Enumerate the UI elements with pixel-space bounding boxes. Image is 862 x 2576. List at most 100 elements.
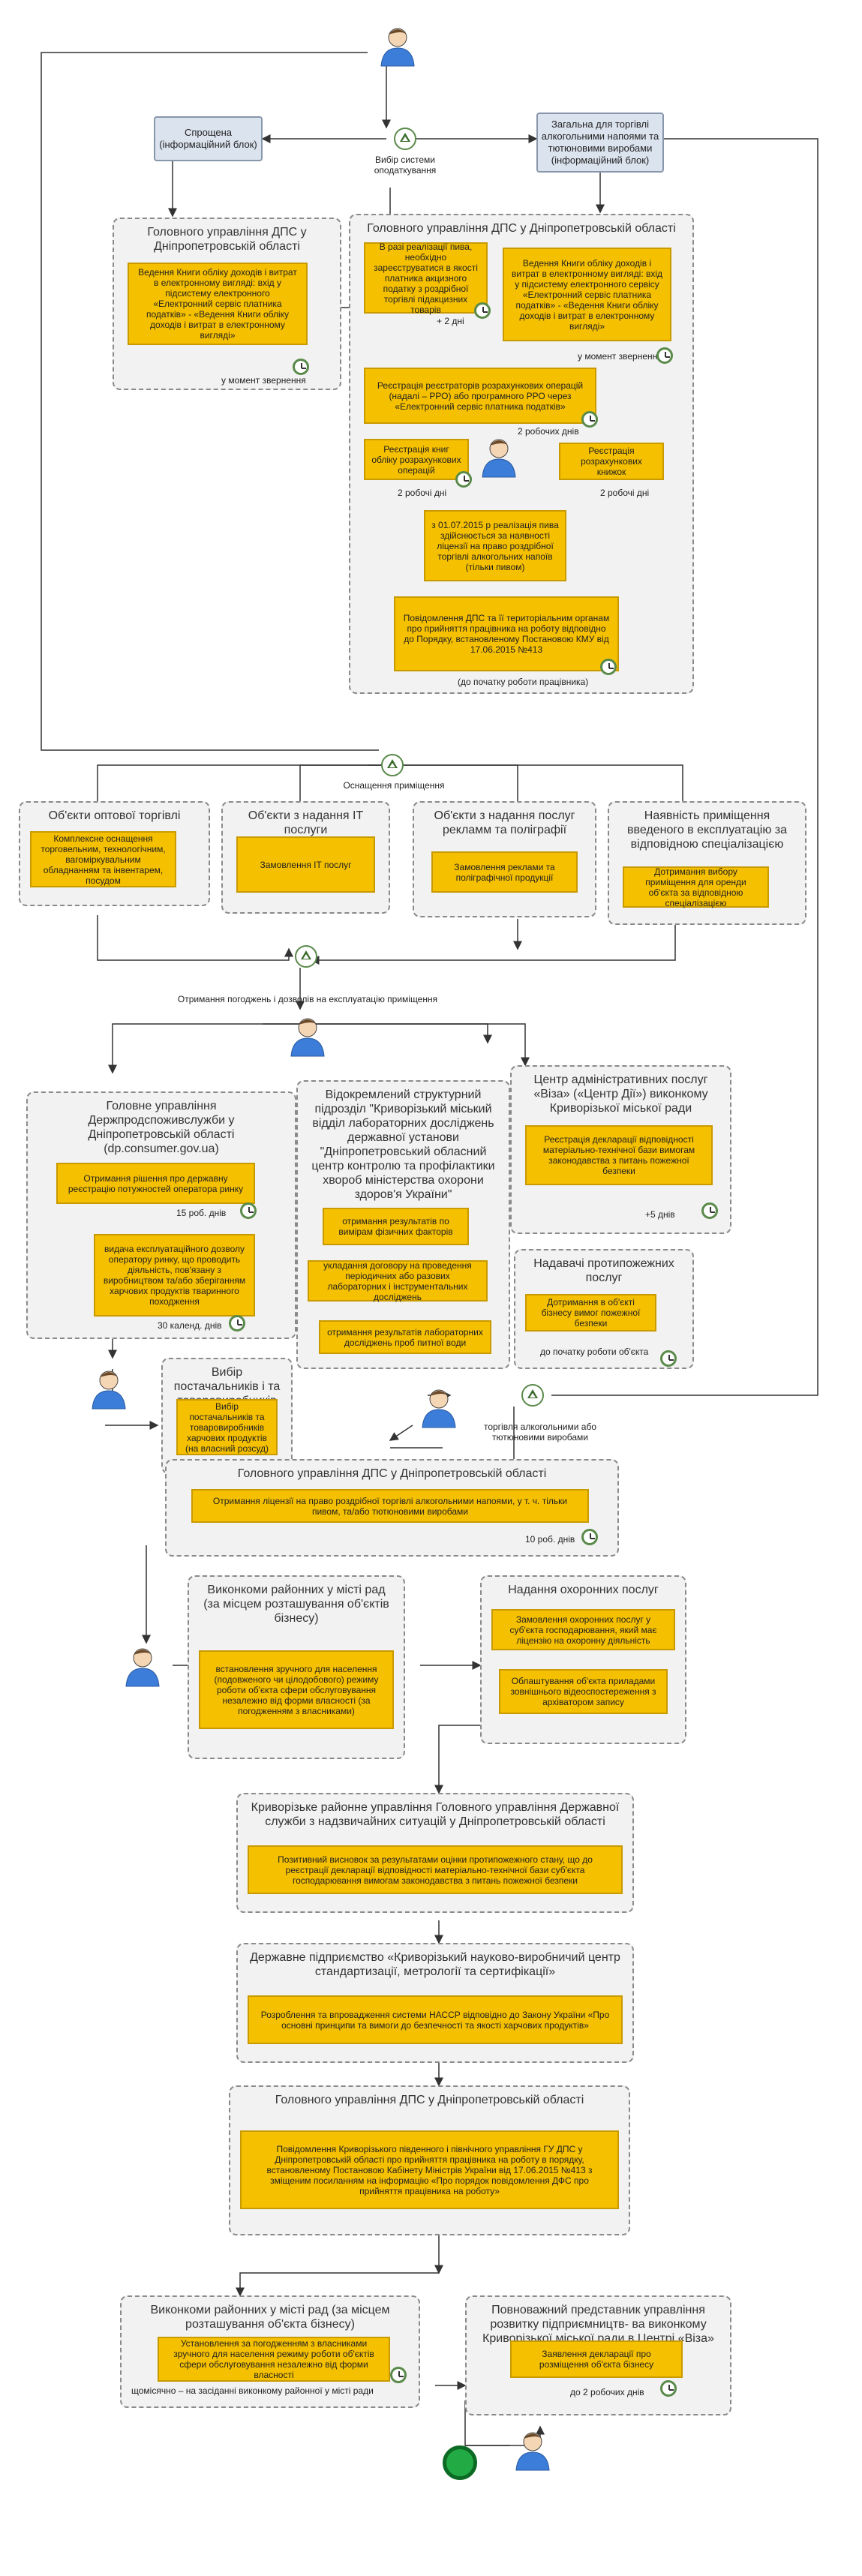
register-declaration-label: Заявлення декларації про розміщення об'є… xyxy=(539,2349,654,2370)
security-group: Надання охоронних послуг xyxy=(480,1575,686,1744)
work-hours-label: встановлення зручного для населення (под… xyxy=(214,1663,379,1716)
lab-contract-label: укладання договору на проведення періоди… xyxy=(323,1259,472,1302)
state-register-task[interactable]: Отримання рішення про державну реєстраці… xyxy=(56,1163,255,1204)
representative-title: Повноважний представник управління розви… xyxy=(482,2304,714,2345)
dps-simple-title: Головного управління ДПС у Дніпропетровс… xyxy=(147,226,307,253)
market-permit-task[interactable]: видача експлуатаційного дозволу оператор… xyxy=(94,1234,255,1317)
rro-cards-label: Реєстрація розрахункових книжок xyxy=(581,446,642,477)
timer-icon xyxy=(229,1315,245,1332)
employee-notice-task[interactable]: Повідомлення ДПС та її територіальним ор… xyxy=(394,596,619,671)
wholesale-equip-label: Комплексне оснащення торговельним, техно… xyxy=(41,833,166,886)
supplier-choice-task[interactable]: Вибір постачальників та товаровиробників… xyxy=(176,1399,278,1455)
end-person-icon xyxy=(515,2432,550,2471)
before-start: до початку роботи об'єкта xyxy=(540,1347,649,1357)
two-work-days-c: до 2 робочих днів xyxy=(570,2387,644,2397)
owners-agree-label: Установлення за погодженням з власниками… xyxy=(173,2338,374,2380)
security-equip-task[interactable]: Облаштування об'єкта приладами зовнішньо… xyxy=(499,1669,668,1714)
fire-compliance-label: Дотримання в об'єкті бізнесу вимог пожеж… xyxy=(541,1297,641,1329)
timer-icon xyxy=(455,471,472,488)
actor-person-icon xyxy=(92,1371,126,1410)
haccp-task[interactable]: Розроблення та впровадження системи НАСС… xyxy=(248,1995,623,2044)
tax-system-gateway xyxy=(394,128,416,150)
rro-register-task[interactable]: Реєстрація реєстраторів розрахункових оп… xyxy=(364,368,596,424)
advert-title: Об'єкти з надання послуг рекламм та полі… xyxy=(434,809,575,836)
dps-main-title: Головного управління ДПС у Дніпропетровс… xyxy=(367,222,676,235)
simplified-info-label: Спрощена (інформаційний блок) xyxy=(159,127,257,150)
consumer-title: Головне управління Держпродспоживслужби … xyxy=(88,1100,235,1155)
before-hiring: (до початку роботи працівника) xyxy=(458,677,589,687)
payer-register-task[interactable]: В разі реалізації пива, необхідно зареєс… xyxy=(364,242,488,315)
rro-books-label: Реєстрація книг обліку розрахункових опе… xyxy=(371,443,461,476)
fire-declaration-task[interactable]: Реєстрація декларації відповідності мате… xyxy=(525,1125,713,1185)
supplier-choice-label: Вибір постачальників та товаровиробників… xyxy=(185,1401,269,1454)
thirty-days: 30 календ. днів xyxy=(158,1320,222,1331)
permits-label: Отримання погоджень і дозволів на експлу… xyxy=(177,994,438,1004)
timer-icon xyxy=(600,659,617,675)
premises-rent-task[interactable]: Дотримання вибору приміщення для оренди … xyxy=(623,866,769,908)
at-registration-1: у момент звернення xyxy=(221,375,306,386)
dps-license-title: Головного управління ДПС у Дніпропетровс… xyxy=(237,1467,547,1480)
actor-person-icon xyxy=(290,1018,325,1057)
at-registration-2: у момент звернення xyxy=(578,351,662,362)
dps-notice-label: Повідомлення Криворізького південного і … xyxy=(266,2143,593,2196)
employee-notice-label: Повідомлення ДПС та її територіальним ор… xyxy=(403,613,610,655)
fifteen-days: 15 роб. днів xyxy=(176,1208,227,1218)
advert-order-label: Замовлення реклами та поліграфічної прод… xyxy=(454,861,555,883)
general-info-box: Загальна для торгівлі алкогольними напоя… xyxy=(536,113,664,173)
it-order-task[interactable]: Замовлення IT послуг xyxy=(236,836,375,893)
actor-person-icon xyxy=(482,439,516,478)
general-info-label: Загальна для торгівлі алкогольними напоя… xyxy=(541,119,659,166)
fire-compliance-task[interactable]: Дотримання в об'єкті бізнесу вимог пожеж… xyxy=(525,1294,656,1332)
fire-declaration-label: Реєстрація декларації відповідності мате… xyxy=(542,1134,695,1176)
timer-icon xyxy=(581,1529,598,1545)
cnap-title: Центр адміністративних послуг «Віза» («Ц… xyxy=(533,1073,708,1115)
it-title: Об'єкти з надання IT послуги xyxy=(248,809,364,836)
rro-books-task[interactable]: Реєстрація книг обліку розрахункових опе… xyxy=(364,439,469,480)
security-order-label: Замовлення охоронних послуг у суб'єкта г… xyxy=(509,1614,657,1646)
rro-cards-task[interactable]: Реєстрація розрахункових книжок xyxy=(559,443,664,480)
security-order-task[interactable]: Замовлення охоронних послуг у суб'єкта г… xyxy=(491,1609,675,1650)
alcohol-label: торгівля алкогольними або тютюновими вир… xyxy=(483,1422,597,1443)
timer-icon xyxy=(660,1350,677,1367)
beer-license-label: з 01.07.2015 р реалізація пива здійснюєт… xyxy=(431,519,559,572)
work-hours-task[interactable]: встановлення зручного для населення (под… xyxy=(199,1650,394,1729)
advert-order-task[interactable]: Замовлення реклами та поліграфічної прод… xyxy=(431,851,578,893)
two-work-days-a: 2 робочі дні xyxy=(398,488,447,498)
register-declaration-task[interactable]: Заявлення декларації про розміщення об'є… xyxy=(510,2340,683,2378)
district-exec-title: Виконкоми районних у місті рад (за місце… xyxy=(203,1584,389,1625)
alcohol-gateway xyxy=(521,1384,544,1407)
haccp-label: Розроблення та впровадження системи НАСС… xyxy=(260,2009,610,2031)
premises-label: Оснащення приміщення xyxy=(343,780,445,791)
books-general-task[interactable]: Ведення Книги обліку доходів і витрат в … xyxy=(503,248,671,341)
plus-2-days: + 2 дні xyxy=(437,316,464,326)
wholesale-equip-task[interactable]: Комплексне оснащення торговельним, техно… xyxy=(30,831,176,887)
alcohol-license-task[interactable]: Отримання ліцензії на право роздрібної т… xyxy=(191,1489,589,1523)
simplified-info-box: Спрощена (інформаційний блок) xyxy=(154,116,263,161)
two-work-days: 2 робочих днів xyxy=(518,426,579,437)
dps-notice-task[interactable]: Повідомлення Криворізького південного і … xyxy=(240,2130,619,2209)
standard-title: Державне підприємство «Криворізький наук… xyxy=(250,1951,620,1978)
alcohol-license-label: Отримання ліцензії на право роздрібної т… xyxy=(212,1495,568,1517)
emergency-task-label: Позитивний висновок за результатами оцін… xyxy=(278,1854,593,1886)
books-simple-task[interactable]: Ведення Книги обліку доходів і витрат в … xyxy=(128,263,308,345)
actor-person-icon xyxy=(125,1648,160,1687)
security-equip-label: Облаштування об'єкта приладами зовнішньо… xyxy=(510,1676,656,1707)
timer-icon xyxy=(656,347,673,364)
lab-contract-task[interactable]: укладання договору на проведення періоди… xyxy=(308,1260,488,1302)
timer-icon xyxy=(701,1202,718,1219)
timer-icon xyxy=(240,1202,257,1219)
tax-system-label: Вибір системи оподаткування xyxy=(374,155,437,176)
two-work-days-b: 2 робочі дні xyxy=(600,488,650,498)
market-permit-label: видача експлуатаційного дозволу оператор… xyxy=(103,1244,246,1307)
permits-gateway xyxy=(295,945,317,968)
premises-rent-label: Дотримання вибору приміщення для оренди … xyxy=(645,866,746,908)
district-exec2-title: Виконкоми районних у місті рад (за місце… xyxy=(150,2304,390,2331)
timer-icon xyxy=(581,411,598,428)
water-results-task[interactable]: отримання результатів лабораторних дослі… xyxy=(319,1320,491,1354)
wholesale-title: Об'єкти оптової торгівлі xyxy=(48,809,181,822)
physical-results-task[interactable]: отримання результатів по вимірам фізични… xyxy=(323,1208,469,1245)
owners-agree-task[interactable]: Установлення за погодженням з власниками… xyxy=(158,2337,390,2382)
ten-days: 10 роб. днів xyxy=(525,1534,575,1545)
emergency-task[interactable]: Позитивний висновок за результатами оцін… xyxy=(248,1845,623,1894)
beer-license-task[interactable]: з 01.07.2015 р реалізація пива здійснюєт… xyxy=(424,510,566,581)
